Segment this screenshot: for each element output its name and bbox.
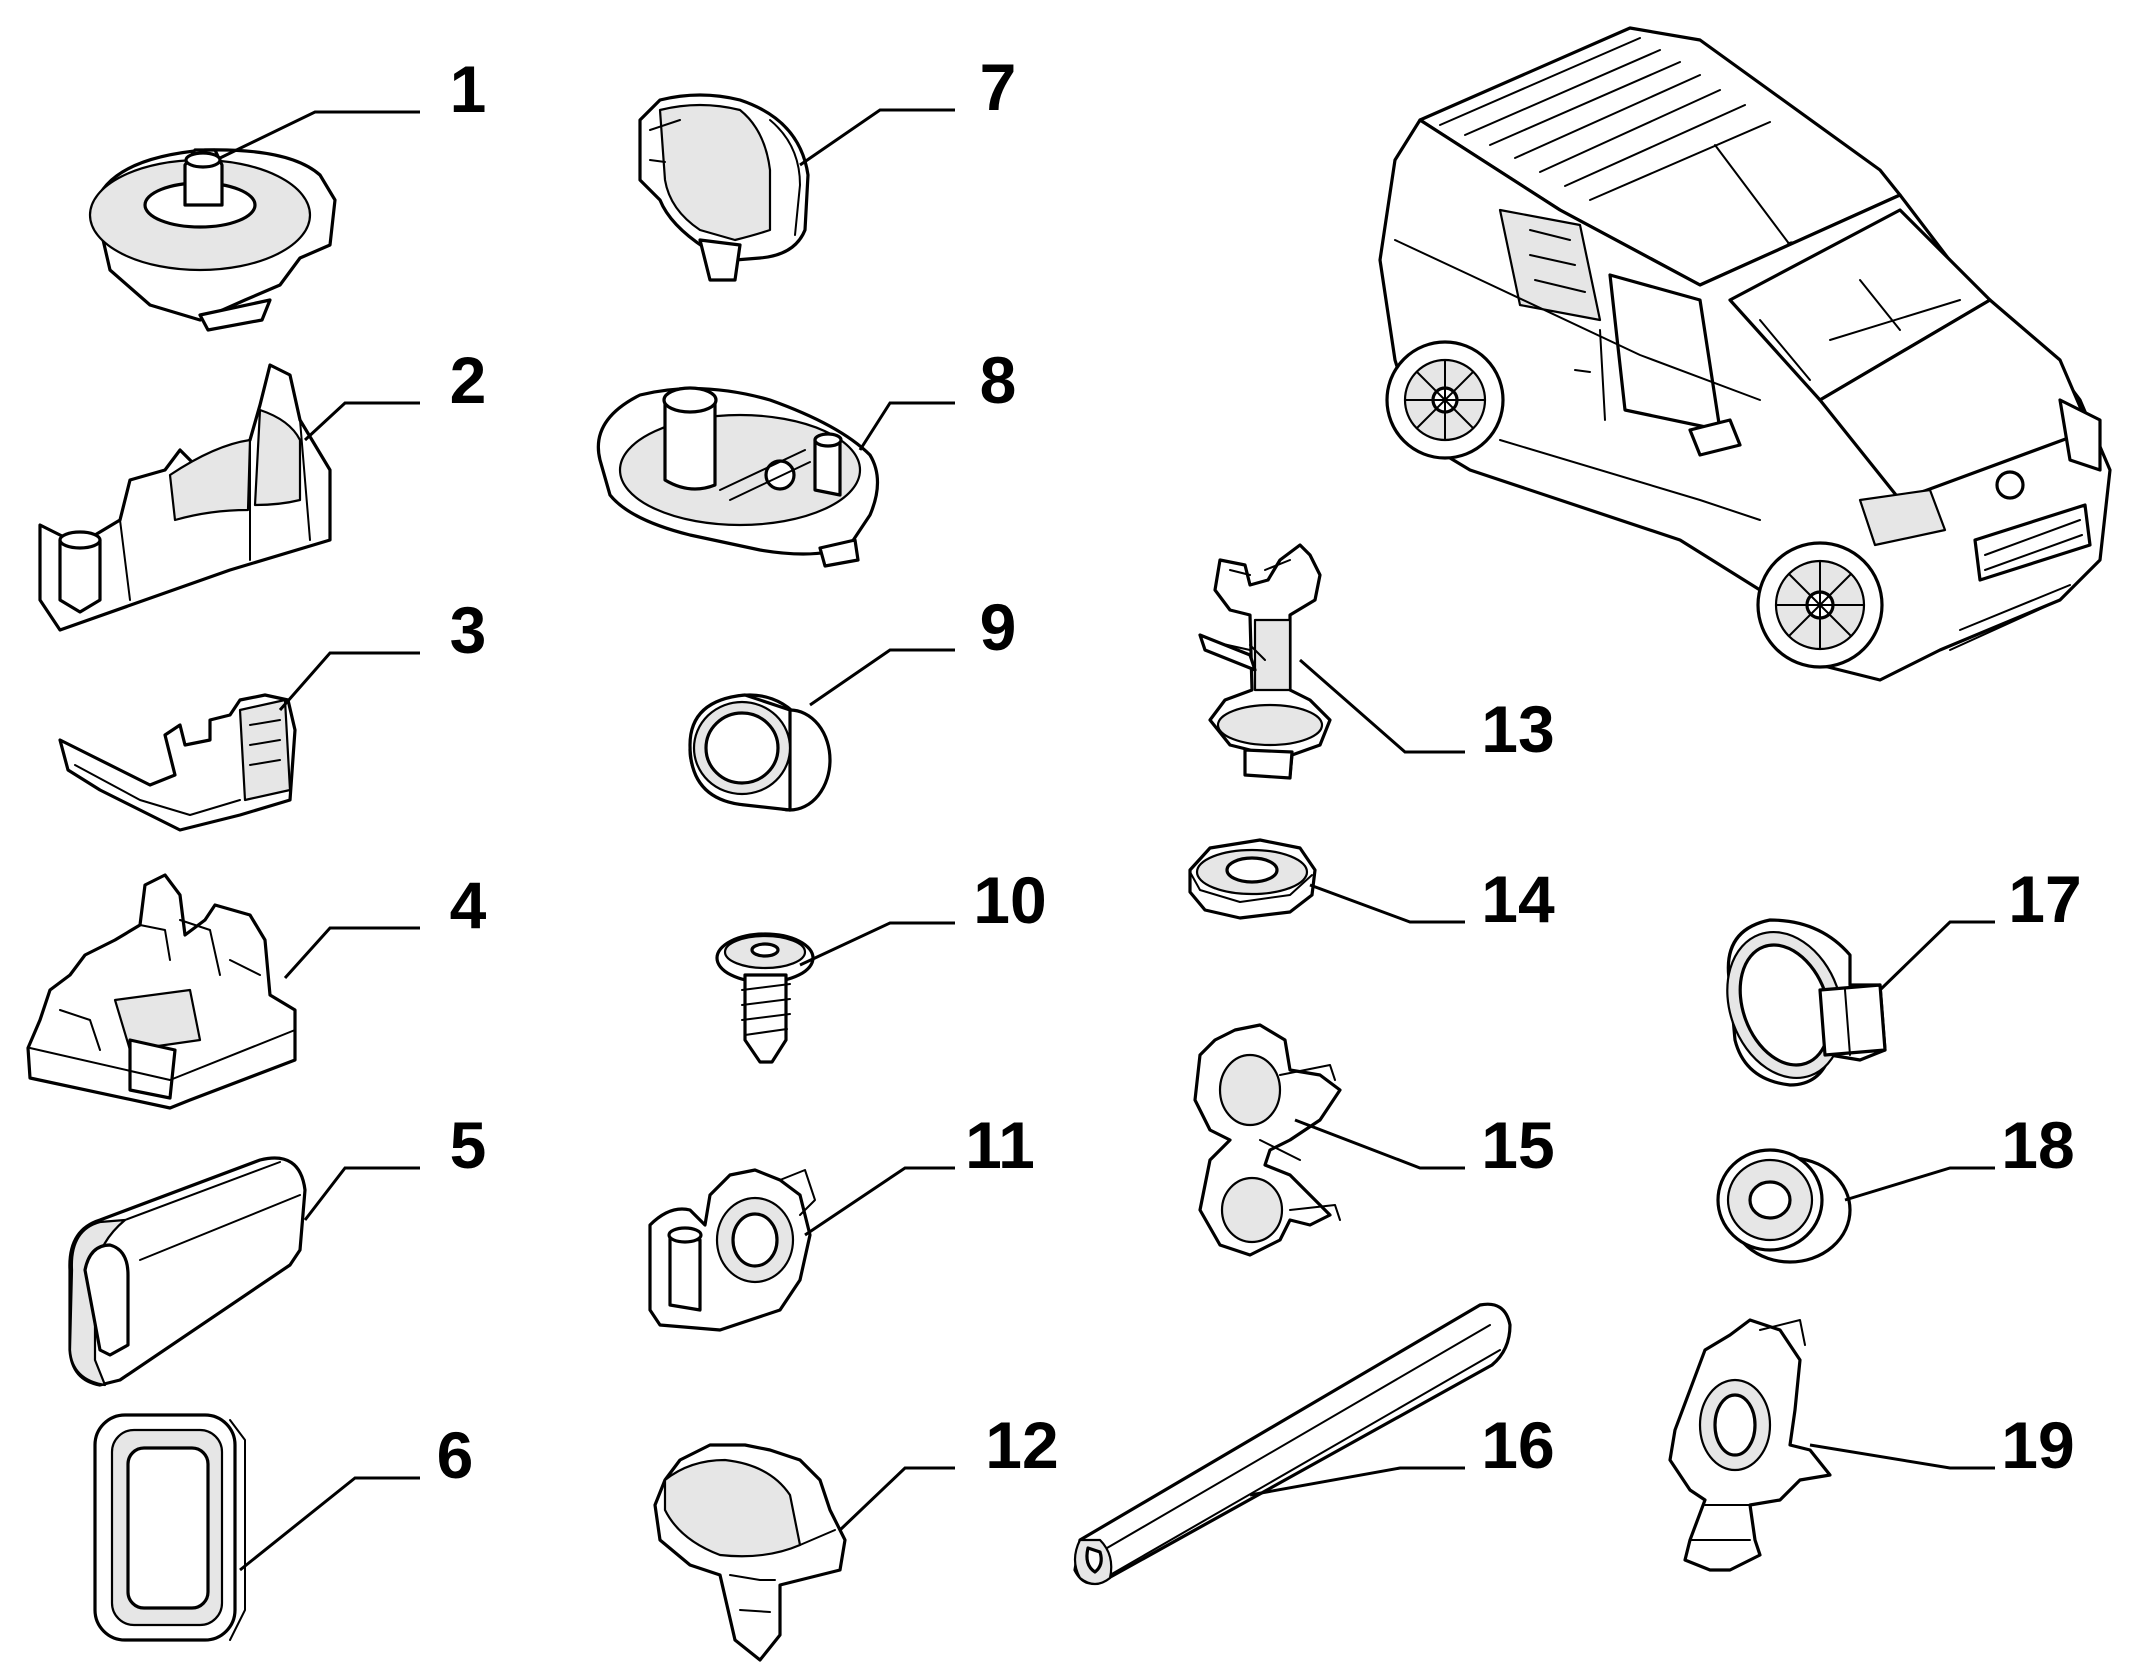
callout-number-9: 9	[980, 590, 1017, 664]
callout-number-4: 4	[450, 868, 487, 942]
callout-number-11: 11	[965, 1108, 1035, 1182]
leader-line-13	[1299, 658, 1465, 754]
part-2-illustration	[38, 363, 332, 632]
leader-line-12	[838, 1466, 955, 1532]
callout-number-18: 18	[2001, 1108, 2074, 1182]
part-7-illustration	[638, 93, 810, 282]
leader-line-18	[1844, 1166, 1995, 1202]
leader-line-2	[303, 401, 420, 442]
part-19-illustration	[1668, 1318, 1832, 1572]
callout-number-14: 14	[1481, 862, 1555, 936]
callout-number-7: 7	[980, 50, 1017, 124]
callout-number-15: 15	[1481, 1108, 1554, 1182]
part-10-illustration	[715, 932, 815, 1064]
vehicle-illustration	[1378, 26, 2112, 682]
leader-line-1	[219, 110, 420, 160]
callout-number-6: 6	[437, 1418, 474, 1492]
callout-numbers: 1 2 3 4 5 6 7 8 9 10 11 12 13 14 15 16 1…	[437, 50, 2082, 1492]
part-13-illustration	[1198, 543, 1332, 780]
leader-line-7	[799, 108, 955, 167]
part-11-illustration	[648, 1168, 816, 1332]
part-12-illustration	[653, 1443, 847, 1662]
part-8-illustration	[596, 386, 880, 568]
callout-number-17: 17	[2008, 862, 2081, 936]
leader-line-4	[283, 926, 420, 980]
callout-number-8: 8	[980, 343, 1017, 417]
leader-line-15	[1294, 1118, 1465, 1170]
part-16-illustration	[1073, 1302, 1512, 1586]
callout-number-13: 13	[1481, 692, 1554, 766]
callout-number-12: 12	[985, 1408, 1058, 1482]
callout-number-5: 5	[450, 1108, 487, 1182]
part-4-illustration	[26, 873, 297, 1110]
leader-line-3	[278, 651, 420, 711]
leader-line-5	[303, 1166, 420, 1221]
leader-line-10	[799, 921, 955, 967]
callout-number-16: 16	[1481, 1408, 1554, 1482]
part-6-illustration	[93, 1413, 246, 1642]
callout-number-10: 10	[973, 863, 1046, 937]
leader-line-17	[1878, 920, 1995, 992]
callout-number-2: 2	[450, 343, 487, 417]
leader-line-19	[1809, 1443, 1995, 1470]
leader-line-9	[809, 648, 955, 707]
callout-number-3: 3	[450, 593, 487, 667]
part-1-illustration	[88, 148, 337, 332]
callout-number-19: 19	[2001, 1408, 2074, 1482]
leader-line-14	[1309, 883, 1465, 924]
leader-line-8	[858, 401, 955, 451]
leader-lines	[219, 108, 1995, 1572]
part-9-illustration	[688, 693, 832, 812]
leader-line-6	[239, 1476, 420, 1572]
part-14-illustration	[1188, 838, 1317, 920]
part-15-illustration	[1193, 1023, 1342, 1257]
part-3-illustration	[58, 693, 297, 832]
part-17-illustration	[1726, 918, 1887, 1087]
leader-line-11	[804, 1166, 955, 1237]
leader-line-16	[1249, 1466, 1465, 1497]
part-18-illustration	[1716, 1148, 1852, 1264]
part-5-illustration	[68, 1156, 307, 1387]
callout-number-1: 1	[450, 52, 487, 126]
